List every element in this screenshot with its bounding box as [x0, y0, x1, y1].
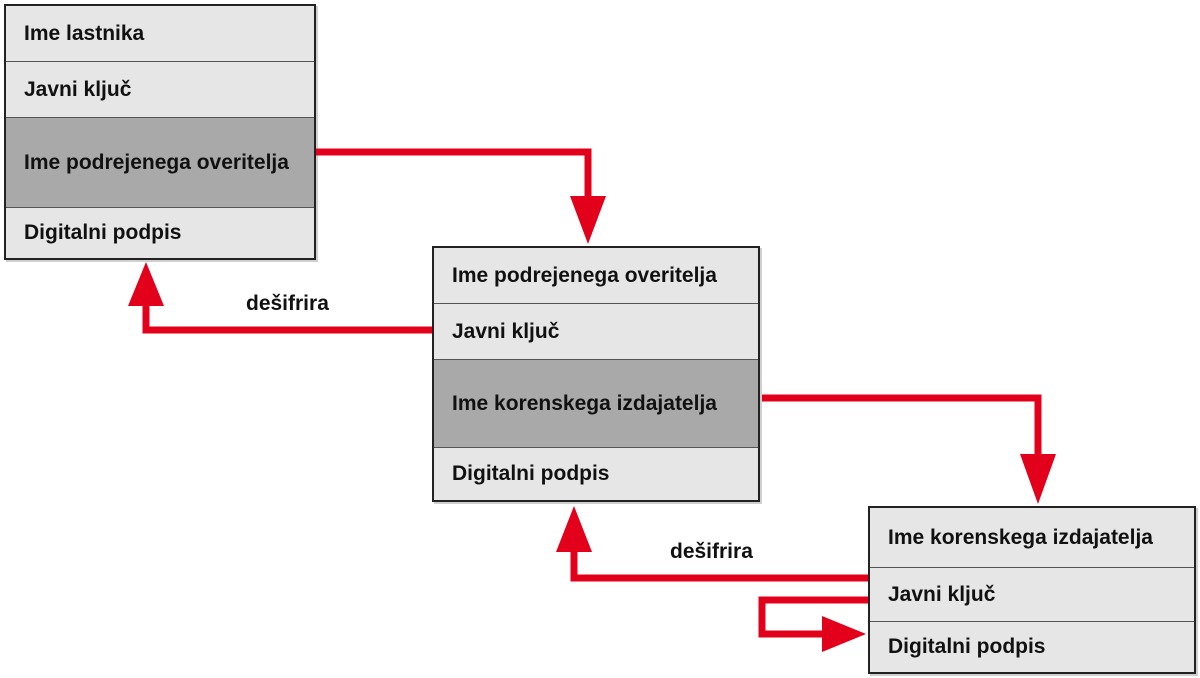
issuer-arrow-2	[762, 394, 1056, 504]
subordinate-certificate: Ime podrejenega overitelja Javni ključ I…	[432, 246, 760, 502]
owner-name-field: Ime lastnika	[6, 6, 314, 62]
owner-public-key-field: Javni ključ	[6, 62, 314, 118]
root-name-field: Ime korenskega izdajatelja	[870, 508, 1194, 568]
subordinate-public-key-field: Javni ključ	[434, 304, 758, 360]
decrypt-label-1: dešifrira	[246, 292, 329, 315]
subordinate-issuer-field: Ime korenskega izdajatelja	[434, 360, 758, 448]
subordinate-signature-field: Digitalni podpis	[434, 448, 758, 500]
decrypt-label-2: dešifrira	[670, 540, 753, 563]
issuer-arrow-1	[316, 148, 606, 244]
owner-issuer-field: Ime podrejenega overitelja	[6, 118, 314, 208]
root-certificate: Ime korenskega izdajatelja Javni ključ D…	[868, 506, 1196, 674]
subordinate-name-field: Ime podrejenega overitelja	[434, 248, 758, 304]
owner-certificate: Ime lastnika Javni ključ Ime podrejenega…	[4, 4, 316, 260]
root-public-key-field: Javni ključ	[870, 568, 1194, 622]
self-sign-arrow	[758, 596, 868, 652]
owner-signature-field: Digitalni podpis	[6, 208, 314, 258]
root-signature-field: Digitalni podpis	[870, 622, 1194, 672]
